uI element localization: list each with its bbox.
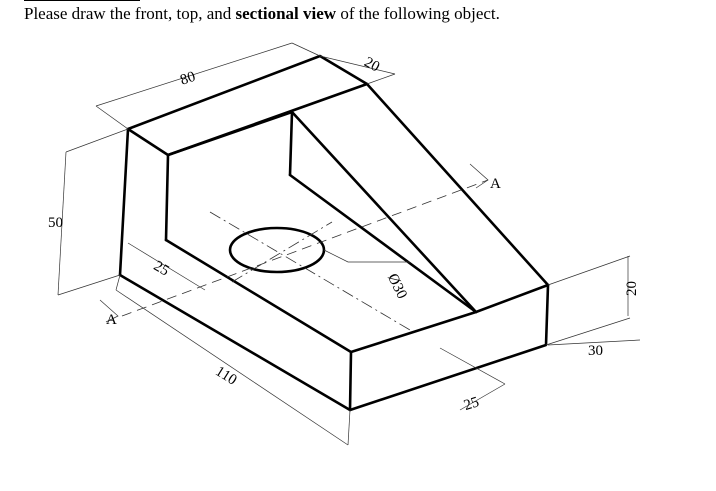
dim-80: 80 — [178, 69, 197, 89]
section-label-right: A — [490, 176, 501, 192]
wall-inner-edge — [164, 153, 170, 242]
rib-inner-slope — [290, 110, 478, 314]
question-part1: Please draw the front, top, and — [24, 4, 236, 23]
section-label-left: A — [106, 312, 117, 328]
dimension-labels: 80 20 50 25 Ø30 110 20 30 25 A A — [48, 54, 640, 414]
dim-50: 50 — [48, 215, 63, 231]
base-bottom-edge — [348, 283, 550, 412]
rib-base-join — [166, 110, 294, 157]
object-outline — [118, 54, 550, 412]
dim-30-dia: Ø30 — [384, 271, 410, 301]
rib-inner-vertical — [288, 110, 294, 177]
dimension-lines — [57, 42, 641, 446]
base-top-inner-edge — [164, 238, 353, 354]
base-top-front-edge — [349, 283, 550, 354]
dim-20-right: 20 — [624, 281, 640, 296]
dim-25-bottom: 25 — [462, 394, 481, 414]
dim-20-top: 20 — [361, 54, 382, 75]
wall-top-face — [126, 54, 369, 157]
dim-25-left: 25 — [151, 258, 172, 279]
hole-circle — [228, 226, 326, 274]
rib-floor-line — [288, 173, 478, 314]
section-cut-line — [99, 163, 489, 323]
header-rule — [24, 0, 140, 1]
wall-front-edges — [118, 127, 130, 277]
center-lines — [209, 211, 411, 331]
question-text: Please draw the front, top, and sectiona… — [24, 4, 500, 24]
question-part2: of the following object. — [336, 4, 500, 23]
dim-110: 110 — [212, 363, 239, 388]
dim-30-right: 30 — [588, 343, 603, 359]
base-left-edge — [118, 273, 353, 412]
question-bold: sectional view — [235, 4, 337, 23]
rib-hypotenuse — [365, 82, 550, 287]
